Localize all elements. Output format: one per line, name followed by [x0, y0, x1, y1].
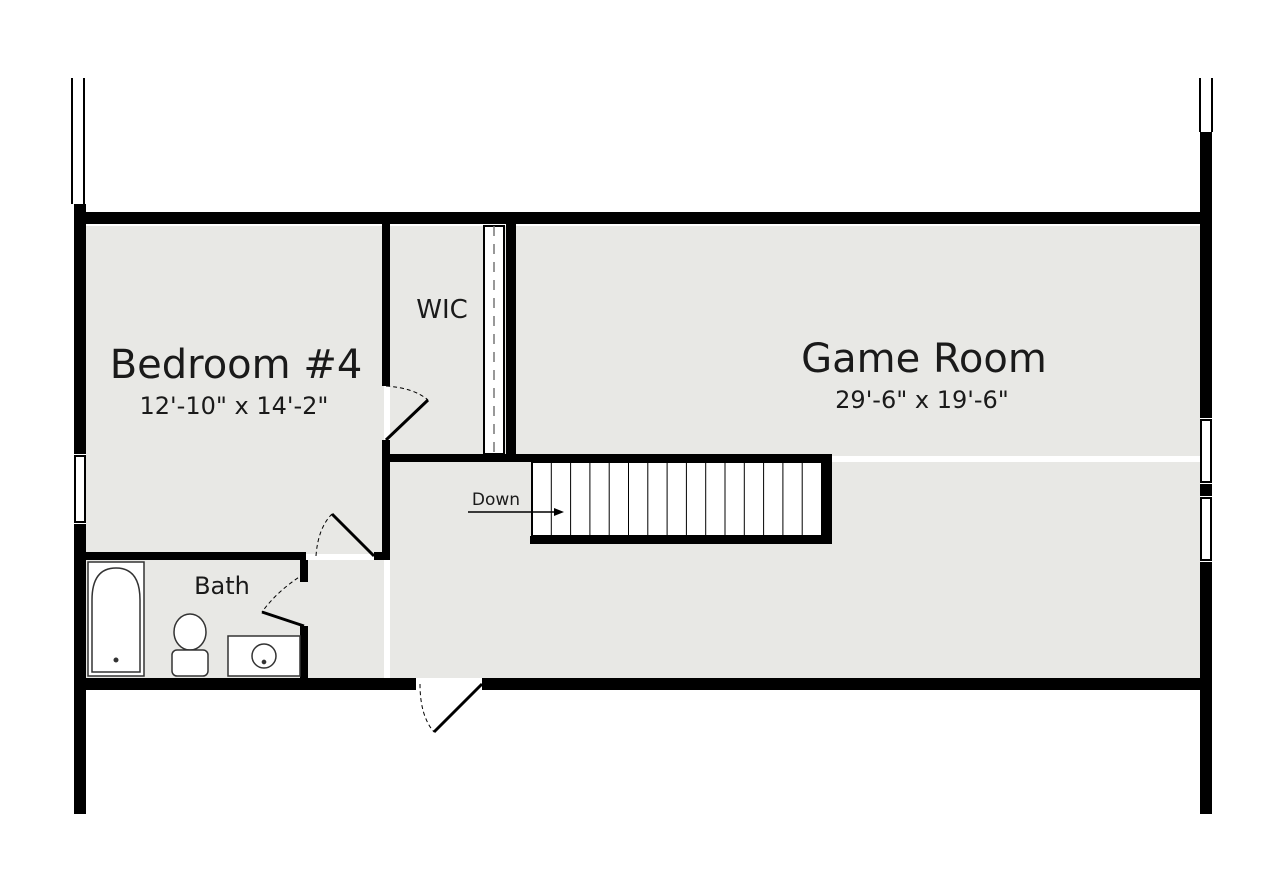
bath-fixtures	[87, 561, 301, 677]
game-room-floor	[516, 226, 1200, 456]
exterior-walls	[71, 78, 1213, 204]
sink	[227, 635, 301, 677]
windows	[74, 419, 1212, 561]
window-left	[74, 455, 86, 523]
bedroom-dimensions: 12'-10" x 14'-2"	[140, 392, 329, 420]
door-wic	[384, 398, 430, 442]
doors	[261, 385, 484, 734]
bedroom-floor	[86, 226, 384, 554]
labels: Bedroom #4 12'-10" x 14'-2" WIC Game Roo…	[110, 295, 1047, 600]
door-exterior	[432, 682, 484, 734]
door-bedroom	[330, 512, 376, 558]
walls	[74, 132, 1212, 814]
closet-partition	[483, 225, 505, 455]
window-right-1	[1200, 419, 1212, 483]
bath-name: Bath	[194, 572, 250, 600]
window-right-2	[1200, 497, 1212, 561]
game-room-name: Game Room	[801, 336, 1047, 382]
bedroom-name: Bedroom #4	[110, 342, 363, 388]
wic-name: WIC	[416, 295, 468, 325]
game-room-dimensions: 29'-6" x 19'-6"	[835, 386, 1009, 414]
door-bath	[261, 610, 305, 628]
stairs	[468, 461, 823, 537]
stairs-label: Down	[472, 490, 520, 510]
toilet	[171, 613, 209, 677]
floor-fills	[86, 226, 1200, 678]
